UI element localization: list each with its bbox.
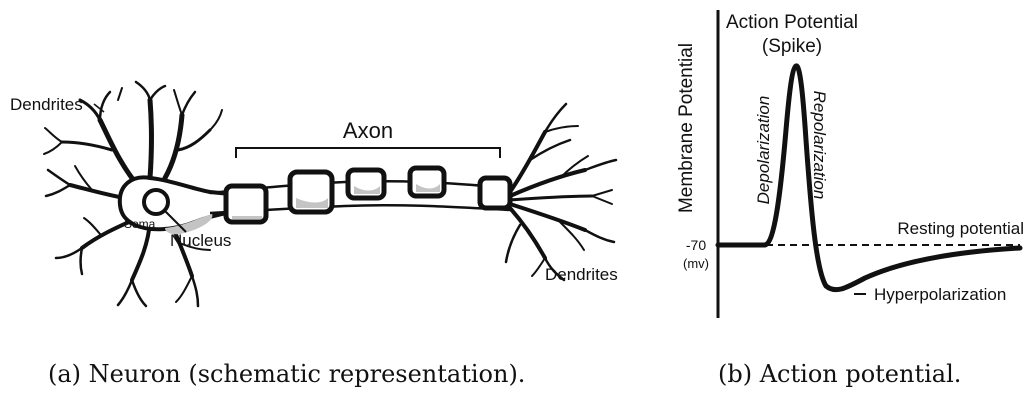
label-dendrites-left: Dendrites	[10, 95, 83, 114]
myelin-sheath	[287, 169, 335, 215]
right-dendrites	[504, 102, 618, 282]
caption-action-potential: (b) Action potential.	[718, 360, 961, 388]
myelin-sheath	[223, 183, 269, 225]
label-depolarization: Depolarization	[754, 96, 773, 205]
myelin-sheath	[345, 167, 387, 201]
membrane-potential-curve	[715, 63, 1023, 293]
label-hyperpolarization: Hyperpolarization	[874, 285, 1006, 304]
soma-body	[117, 175, 235, 232]
nucleus	[142, 188, 170, 216]
resting-value: -70	[686, 237, 706, 253]
action-potential-diagram: Membrane Potential Action Potential (Spi…	[676, 10, 1024, 388]
myelin-sheath	[477, 175, 513, 211]
dendrites-left-pointer	[93, 103, 105, 113]
soma-shading	[165, 214, 213, 235]
myelin-sheaths	[223, 165, 513, 225]
label-dendrites-right: Dendrites	[545, 265, 618, 284]
label-axon: Axon	[343, 118, 393, 143]
title-line-1: Action Potential	[726, 12, 858, 33]
label-repolarization: Repolarization	[810, 91, 829, 200]
axon-bracket	[235, 147, 501, 158]
myelin-sheath	[407, 165, 447, 199]
nucleus-pointer	[163, 209, 187, 233]
caption-neuron: (a) Neuron (schematic representation).	[48, 360, 525, 388]
resting-unit: (mv)	[683, 256, 709, 271]
title-line-2: (Spike)	[762, 36, 822, 57]
label-nucleus: Nucleus	[170, 231, 231, 250]
neuron-diagram: Dendrites Axon Soma Nucleus Dendrites (a…	[10, 80, 618, 388]
y-axis-label: Membrane Potential	[676, 43, 697, 213]
label-soma: Soma	[124, 217, 156, 231]
label-resting-potential: Resting potential	[897, 219, 1024, 238]
